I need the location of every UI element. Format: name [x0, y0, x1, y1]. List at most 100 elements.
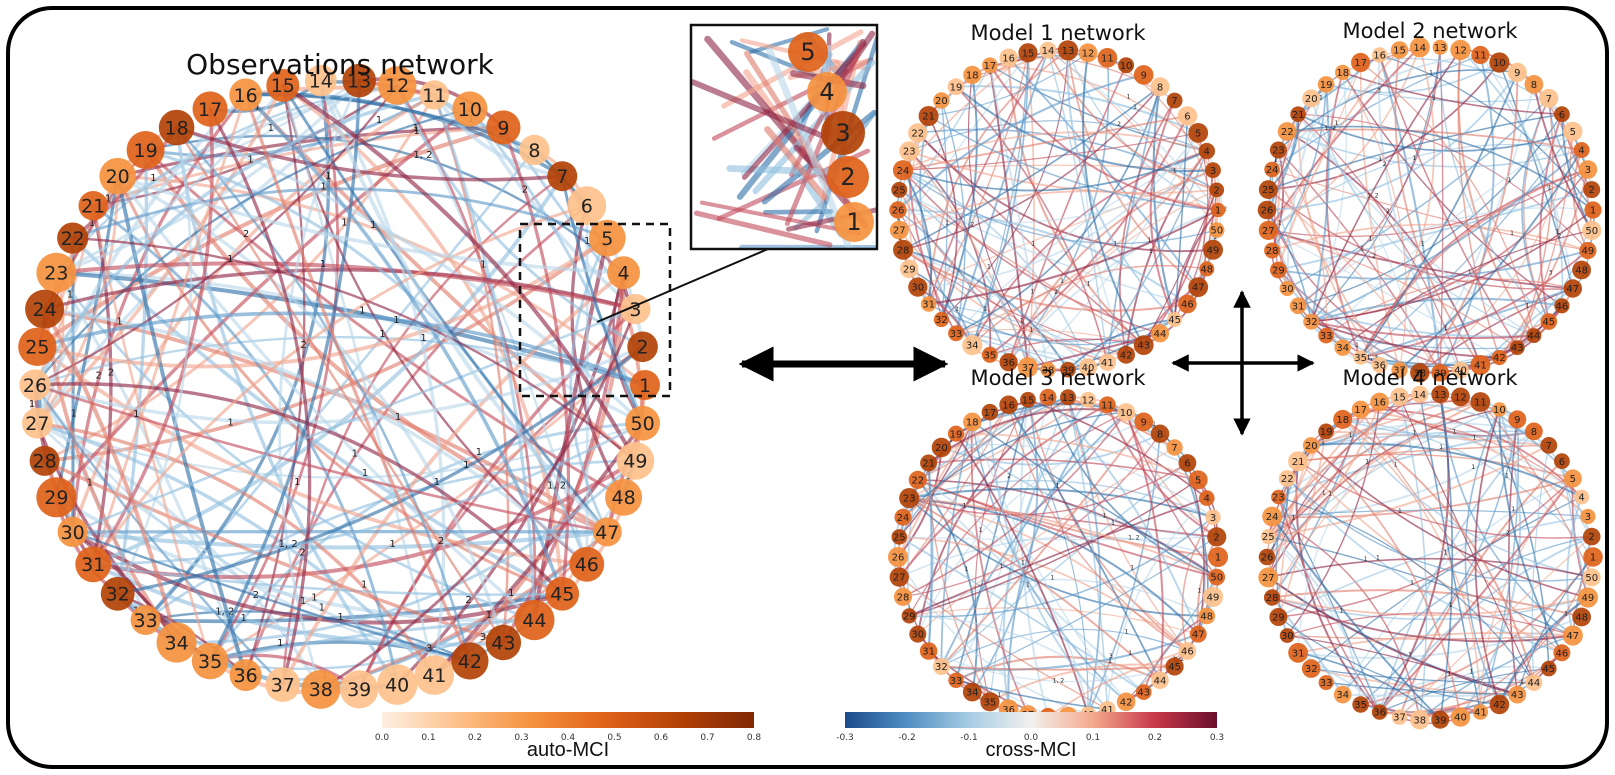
node-label: 35: [198, 651, 222, 673]
cross-link: [901, 248, 1189, 312]
cross-link: [1265, 400, 1381, 559]
node-23: 23: [899, 488, 920, 509]
cross-link: [927, 49, 1069, 305]
inset-node-1: 1: [834, 202, 874, 242]
cross-link: [33, 93, 437, 387]
node-39: 39: [1060, 361, 1076, 378]
node-circle: [1080, 391, 1096, 408]
node-label: 48: [612, 487, 636, 509]
title-model-2: Model 2 network: [1342, 19, 1518, 43]
cross-link: [1047, 396, 1218, 578]
cross-link: [988, 64, 1049, 371]
node-label: 50: [631, 413, 655, 435]
cross-link: [1271, 168, 1381, 366]
node-18: 18: [1333, 409, 1353, 429]
node-label: 7: [1546, 441, 1552, 452]
cross-link: [1398, 396, 1428, 721]
node-label: 11: [1474, 51, 1487, 62]
cross-link: [1125, 411, 1164, 682]
node-label: 14: [309, 70, 333, 92]
node-5: 5: [1188, 470, 1208, 490]
cross-link: [917, 446, 1176, 635]
edge-lag-label: 1: [1394, 461, 1398, 468]
node-16: 16: [1370, 392, 1389, 412]
edge-lag-label: 1: [361, 580, 367, 591]
edge-lag-label: 1: [1398, 508, 1402, 515]
node-45: 45: [1167, 312, 1183, 327]
cross-link: [116, 125, 505, 178]
edge-lag-label: 1: [983, 305, 987, 312]
node-circle: [920, 296, 937, 312]
node-circle: [1472, 704, 1489, 720]
cross-link: [1106, 57, 1218, 231]
edge-lag-label: 1, 2: [1128, 534, 1140, 541]
node-circle: [1258, 180, 1278, 200]
cross-link: [764, 126, 829, 201]
edge-lag-label: 2: [1506, 530, 1510, 537]
node-label: 15: [1022, 48, 1035, 59]
node-circle: [1150, 424, 1170, 443]
cross-link: [91, 204, 589, 566]
edge-lag-label: 1: [1130, 565, 1134, 572]
node-circle: [1208, 547, 1228, 567]
node-49: 49: [616, 442, 655, 480]
node-42: 42: [1117, 345, 1135, 364]
cross-link: [1271, 515, 1442, 721]
node-circle: [932, 658, 950, 675]
node-circle: [947, 425, 965, 442]
edge-lag-label: 1: [1448, 602, 1452, 609]
cross-link: [955, 432, 1200, 481]
cross-link: [1271, 589, 1583, 618]
node-label: 8: [528, 140, 540, 162]
colorbar-auto-gradient: [382, 712, 754, 728]
cross-link: [1498, 596, 1589, 706]
cross-link: [898, 52, 1029, 231]
node-circle: [36, 477, 77, 518]
cross-link: [1531, 444, 1550, 684]
node-21: 21: [918, 106, 939, 126]
cross-link: [955, 536, 1218, 681]
cross-link: [1181, 516, 1214, 652]
node-circle: [1554, 298, 1570, 314]
node-25: 25: [891, 181, 908, 198]
node-circle: [1584, 201, 1602, 219]
node-circle: [22, 407, 53, 439]
node-18: 18: [963, 412, 982, 432]
node-1: 1: [1210, 202, 1226, 218]
node-49: 49: [1202, 586, 1224, 607]
node-label: 1: [1215, 553, 1221, 564]
cross-link: [1007, 404, 1189, 652]
node-7: 7: [1166, 439, 1183, 456]
edge-lag-label: 1: [1412, 155, 1416, 162]
node-label: 22: [911, 129, 924, 140]
edge-lag-label: 1: [1429, 70, 1433, 77]
edge-lag-label: 1: [319, 602, 325, 613]
node-circle: [981, 403, 999, 421]
node-label: 22: [1281, 127, 1294, 138]
node-label: 39: [1434, 368, 1447, 379]
node-circle: [1133, 335, 1154, 355]
node-label: 21: [1292, 457, 1305, 468]
edge-lag-label: 1: [268, 123, 274, 134]
node-circle: [1352, 696, 1369, 713]
cross-link: [1310, 444, 1462, 718]
node-label: 25: [893, 186, 906, 197]
node-label: 21: [922, 459, 935, 470]
node-circle: [1208, 222, 1225, 238]
node-label: 47: [1566, 284, 1579, 295]
node-40: 40: [1078, 358, 1098, 377]
colorbar-cross-label: cross-MCI: [985, 739, 1076, 761]
node-label: 31: [922, 647, 935, 658]
node-circle: [1198, 607, 1216, 625]
edge-lag-label: 3: [1377, 87, 1381, 94]
cross-link: [908, 497, 1208, 617]
node-circle: [1166, 92, 1183, 109]
node-circle: [126, 131, 165, 169]
cross-link: [1394, 49, 1482, 366]
cross-link: [1271, 54, 1482, 171]
node-label: 32: [106, 584, 130, 606]
node-circle: [1391, 362, 1408, 379]
node-circle: [1353, 350, 1368, 365]
node-24: 24: [1262, 506, 1282, 527]
node-circle: [1133, 65, 1154, 85]
